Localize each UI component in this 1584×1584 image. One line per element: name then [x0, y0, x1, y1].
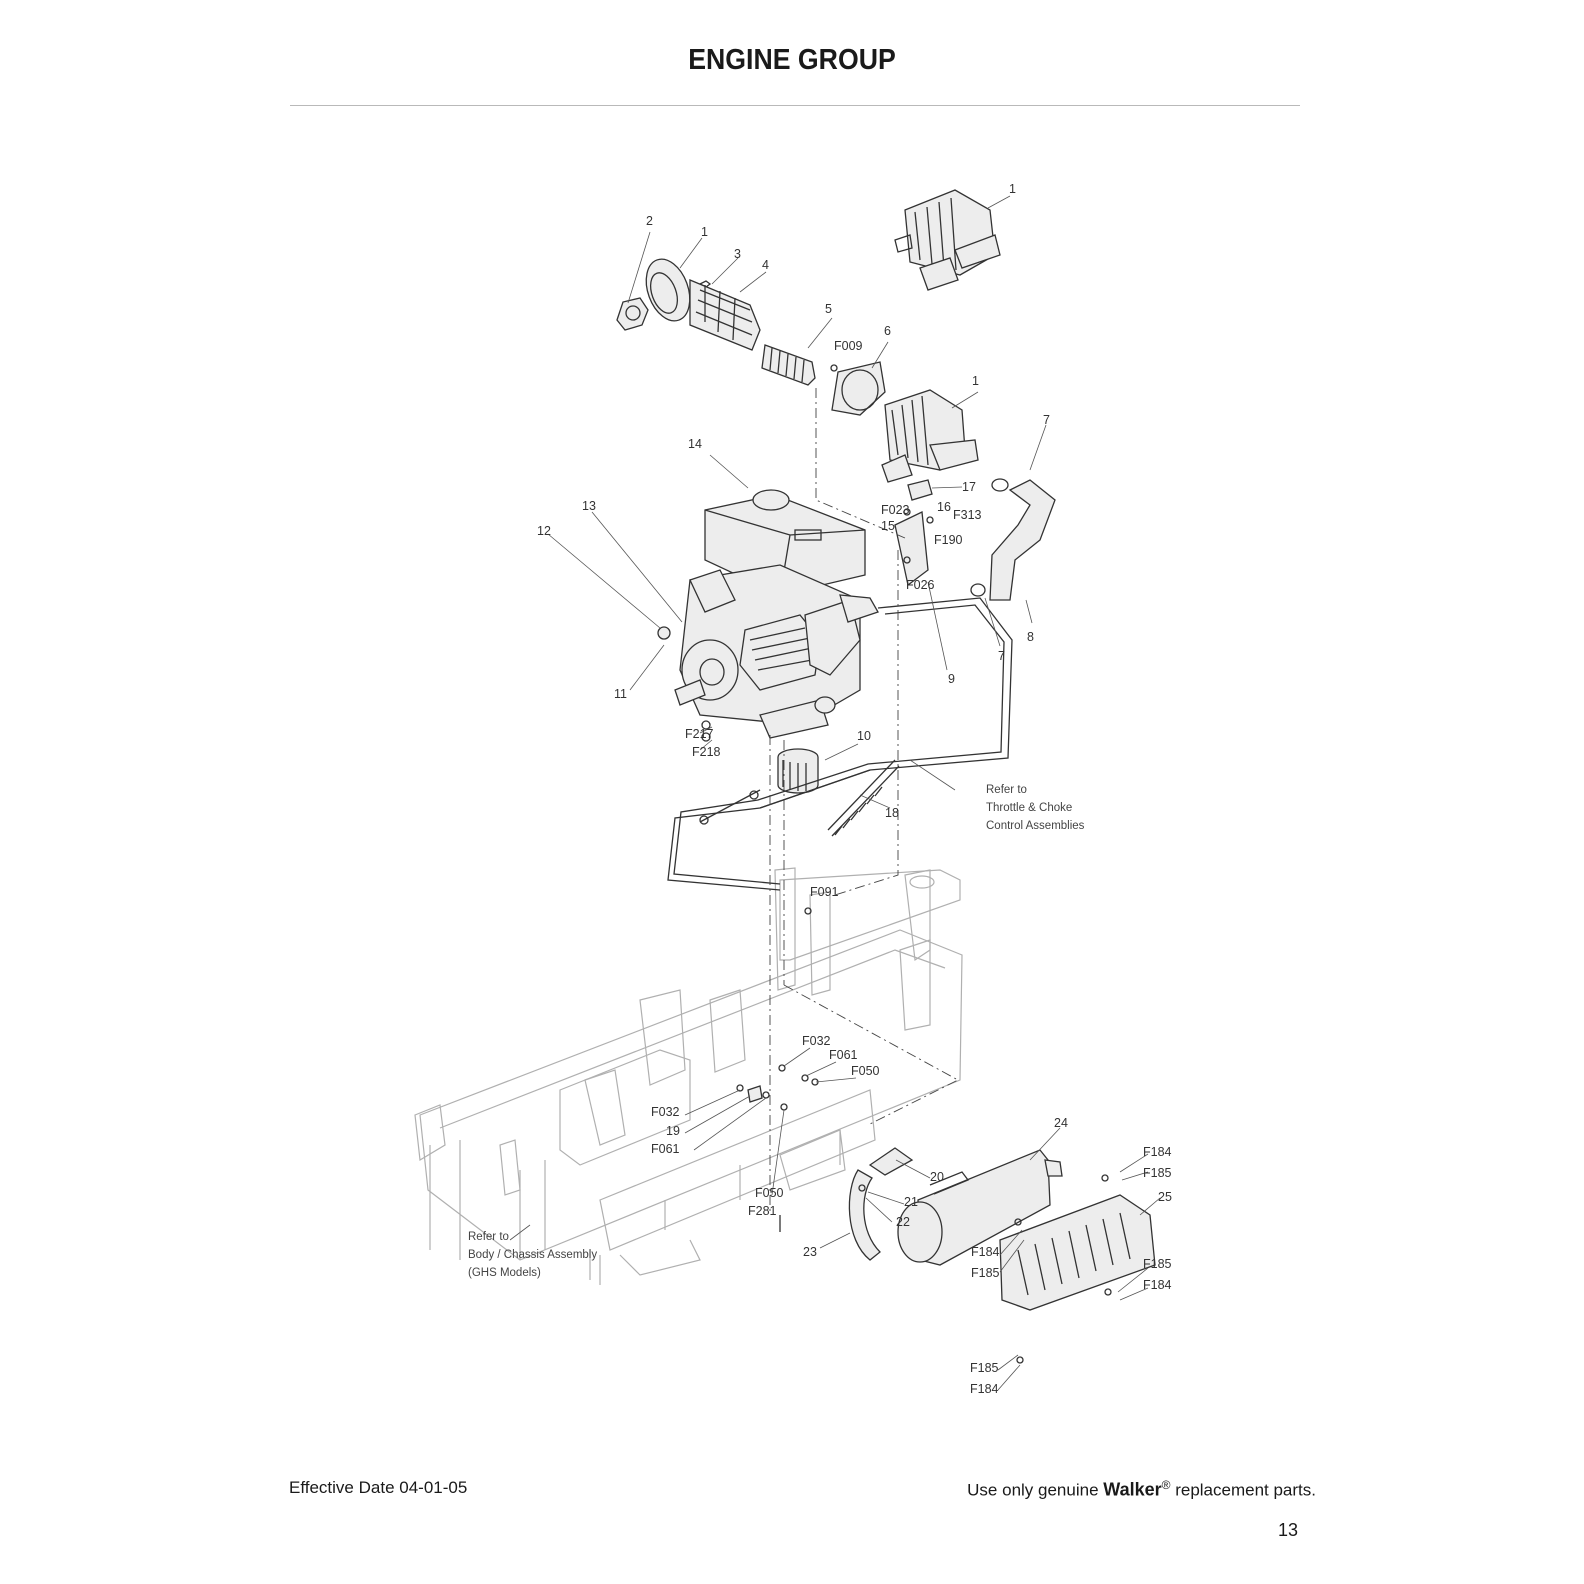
- callout-11: 11: [614, 687, 627, 701]
- callout-f091: F091: [810, 885, 839, 899]
- callout-18: 18: [885, 806, 899, 820]
- chassis-reference-note: Refer to Body / Chassis Assembly (GHS Mo…: [468, 1231, 597, 1279]
- callout-f184-d: F184: [970, 1382, 999, 1396]
- callout-16: 16: [937, 500, 951, 514]
- callout-f218: F218: [692, 745, 721, 759]
- callout-f185-a: F185: [1143, 1166, 1172, 1180]
- callout-labels: 1 2 1 3 4 5 F009 6 1 7 14 17 13 F023 16 …: [537, 182, 1172, 1396]
- callout-24: 24: [1054, 1116, 1068, 1130]
- throttle-note-line-3: Control Assemblies: [986, 820, 1085, 832]
- callout-8: 8: [1027, 630, 1034, 644]
- callout-f190: F190: [934, 533, 963, 547]
- callout-5: 5: [825, 302, 832, 316]
- throttle-note-line-1: Refer to: [986, 784, 1027, 796]
- callout-7-upper: 7: [1043, 413, 1050, 427]
- callout-19: 19: [666, 1124, 680, 1138]
- callout-15: 15: [881, 519, 895, 533]
- callout-13: 13: [582, 499, 596, 513]
- effective-date: Effective Date 04-01-05: [289, 1478, 468, 1497]
- intake-hose-drawing: [894, 478, 1056, 601]
- callout-f061-lower: F061: [651, 1142, 680, 1156]
- throttle-reference-note: Refer to Throttle & Choke Control Assemb…: [986, 784, 1085, 832]
- callout-12: 12: [537, 524, 551, 538]
- muffler-drawing: [848, 1147, 1156, 1364]
- callout-f185-b: F185: [1143, 1257, 1172, 1271]
- callout-f009: F009: [834, 339, 863, 353]
- callout-f185-d: F185: [970, 1361, 999, 1375]
- engine-block-drawing: [657, 489, 879, 794]
- throttle-note-line-2: Throttle & Choke: [986, 802, 1072, 814]
- notice-suffix: replacement parts.: [1175, 1480, 1316, 1500]
- registered-mark: ®: [1161, 1478, 1171, 1492]
- page-number: 13: [1278, 1520, 1299, 1540]
- chassis-note-line-1: Refer to: [468, 1231, 509, 1243]
- callout-f026: F026: [906, 578, 935, 592]
- callout-f217: F217: [685, 727, 714, 741]
- callout-f023: F023: [881, 503, 910, 517]
- callout-3: 3: [734, 247, 741, 261]
- callout-1-top: 1: [1009, 182, 1016, 196]
- callout-f050-upper: F050: [851, 1064, 880, 1078]
- chassis-frame-drawing: [414, 867, 963, 1285]
- chassis-note-line-2: Body / Chassis Assembly: [468, 1249, 597, 1261]
- genuine-parts-notice: Use only genuine Walker® replacement par…: [967, 1478, 1316, 1501]
- callout-17: 17: [962, 480, 976, 494]
- title-divider: [290, 105, 1300, 106]
- callout-7-lower: 7: [998, 649, 1005, 663]
- callout-21: 21: [904, 1195, 918, 1209]
- callout-9: 9: [948, 672, 955, 686]
- callout-f281: F281: [748, 1204, 777, 1218]
- callout-25: 25: [1158, 1190, 1172, 1204]
- callout-f184-c: F184: [1143, 1278, 1172, 1292]
- chassis-note-line-3: (GHS Models): [468, 1267, 541, 1279]
- callout-2: 2: [646, 214, 653, 228]
- callout-1-cover: 1: [701, 225, 708, 239]
- page-title: ENGINE GROUP: [688, 44, 896, 76]
- callout-23: 23: [803, 1245, 817, 1259]
- callout-f061-upper: F061: [829, 1048, 858, 1062]
- callout-22: 22: [896, 1215, 910, 1229]
- callout-4: 4: [762, 258, 769, 272]
- alignment-lines: [769, 388, 959, 1215]
- callout-f184-a: F184: [1143, 1145, 1172, 1159]
- air-cleaner-drawing: [616, 189, 1001, 501]
- callout-f184-b: F184: [971, 1245, 1000, 1259]
- leader-lines: [509, 195, 1161, 1391]
- callout-f185-c: F185: [971, 1266, 1000, 1280]
- notice-prefix: Use only genuine: [967, 1480, 1099, 1500]
- callout-6: 6: [884, 324, 891, 338]
- callout-f050-lower: F050: [755, 1186, 784, 1200]
- brand-name: Walker: [1103, 1479, 1162, 1500]
- callout-f032-upper: F032: [802, 1034, 831, 1048]
- control-cables-drawing: [667, 597, 1013, 891]
- callout-20: 20: [930, 1170, 944, 1184]
- callout-10: 10: [857, 729, 871, 743]
- callout-14: 14: [688, 437, 702, 451]
- callout-f032-lower: F032: [651, 1105, 680, 1119]
- callout-f313: F313: [953, 508, 982, 522]
- callout-1-middle: 1: [972, 374, 979, 388]
